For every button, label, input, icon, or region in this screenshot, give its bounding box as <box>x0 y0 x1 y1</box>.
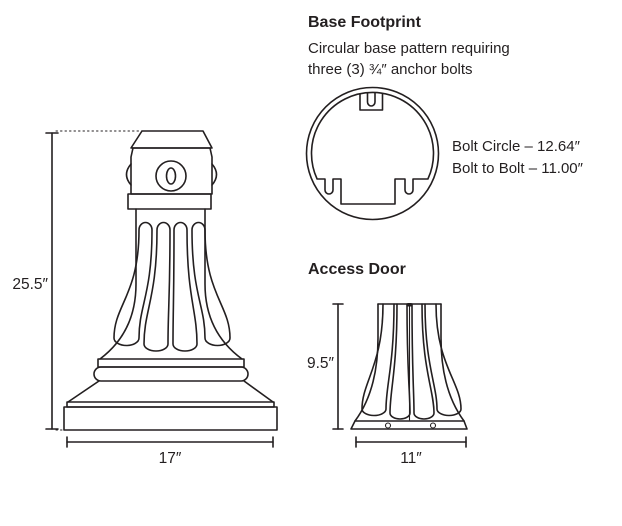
bolt-specs: Bolt Circle – 12.64″ Bolt to Bolt – 11.0… <box>452 136 583 180</box>
column-right-edge <box>204 208 243 360</box>
bolt-circle-spec: Bolt Circle – 12.64″ <box>452 138 580 155</box>
door-screw-left <box>384 422 392 429</box>
pedestal-width-label: 17″ <box>158 450 182 467</box>
door-left-edge <box>354 303 379 422</box>
height-dimension <box>45 130 147 431</box>
door-width-label: 11″ <box>400 450 422 467</box>
door-height-dimension <box>332 303 344 430</box>
medallion-circle <box>155 160 187 192</box>
footprint-outer-circle <box>305 86 440 221</box>
bolt-circle-diagram <box>305 86 440 221</box>
pedestal-cap <box>130 130 213 149</box>
access-door-drawing <box>332 303 468 448</box>
pedestal-drawing <box>45 130 278 448</box>
door-width-dimension <box>355 436 467 448</box>
pedestal-height-label: 25.5″ <box>12 276 48 293</box>
base-skirt-right <box>243 380 274 403</box>
description-line-1: Circular base pattern requiring <box>308 40 510 57</box>
base-footprint-heading: Base Footprint <box>308 14 421 31</box>
column-flutes <box>113 221 231 352</box>
description-line-2: three (3) ¾″ anchor bolts <box>308 61 473 78</box>
base-skirt-left <box>67 380 100 403</box>
medallion-oval <box>165 167 177 185</box>
base-footprint-description: Circular base pattern requiring three (3… <box>308 38 510 80</box>
door-latch-dot <box>407 303 412 307</box>
base-torus <box>93 366 249 382</box>
pedestal-right-bump <box>211 163 218 186</box>
top-bolt-slot <box>359 92 384 111</box>
column-left-edge <box>99 208 137 360</box>
door-screw-right <box>429 422 437 429</box>
door-flutes <box>361 303 462 420</box>
pedestal-collar <box>127 193 212 210</box>
door-height-label: 9.5″ <box>306 355 334 372</box>
width-dimension <box>66 436 274 448</box>
base-plate <box>63 406 278 431</box>
access-door-outline <box>350 303 468 430</box>
pedestal-block <box>130 147 213 195</box>
access-door-heading: Access Door <box>308 261 406 278</box>
pedestal-outline <box>63 130 278 431</box>
door-flange <box>350 420 468 430</box>
pedestal-left-bump <box>125 163 132 186</box>
footprint-inner-outline <box>310 91 435 205</box>
bolt-to-bolt-spec: Bolt to Bolt – 11.00″ <box>452 160 583 177</box>
base-band <box>97 358 245 368</box>
